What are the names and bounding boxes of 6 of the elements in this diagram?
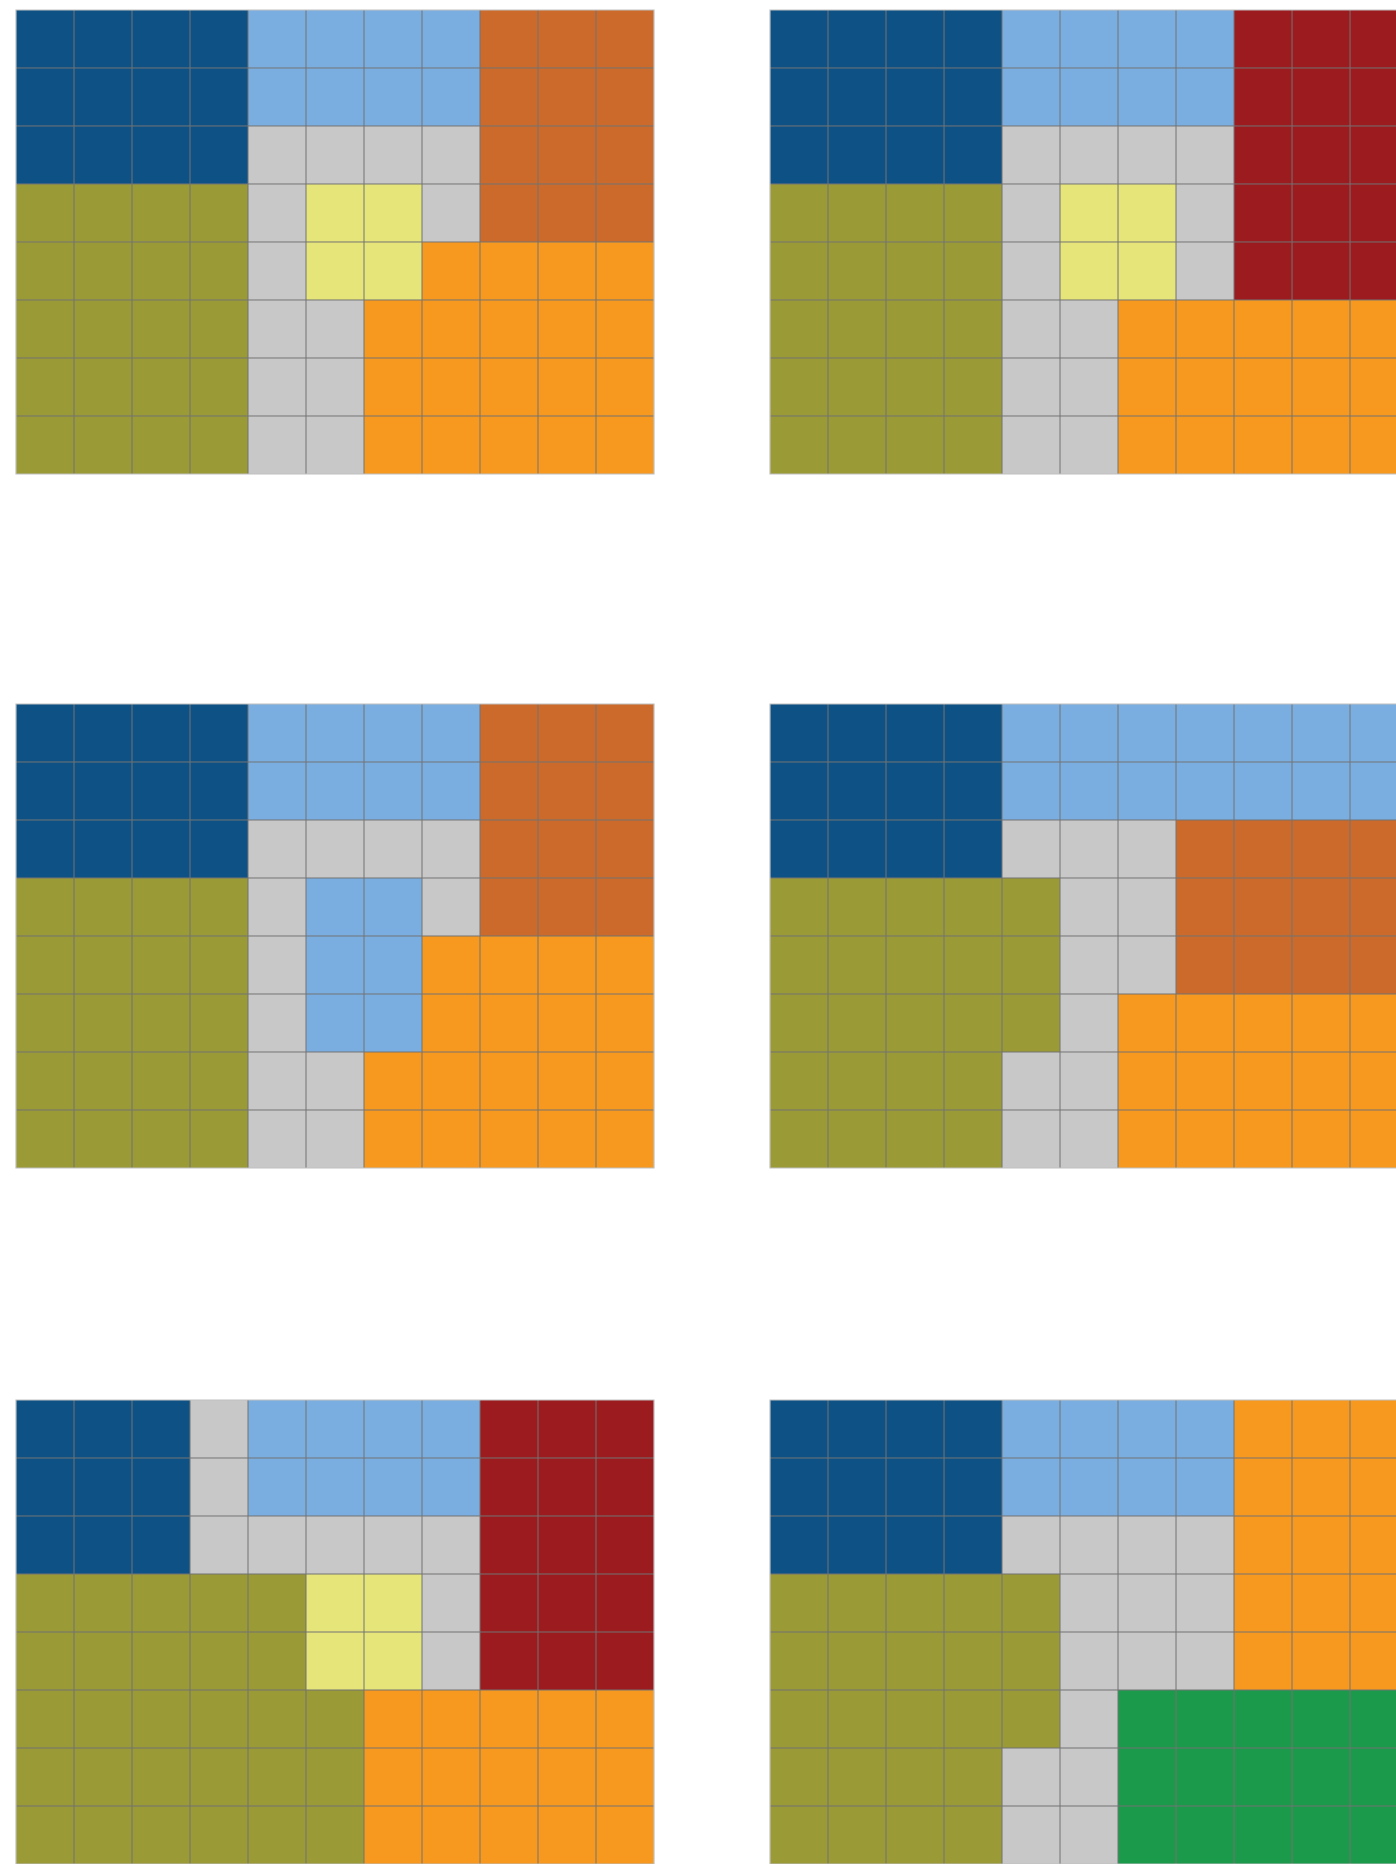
- grid-drawing: [15, 703, 655, 1169]
- grid-drawing: [769, 1399, 1396, 1864]
- grid-drawing: [15, 1399, 655, 1864]
- grid-drawing: [15, 9, 655, 475]
- grid-drawing: [769, 703, 1396, 1169]
- grid-drawing: [769, 9, 1396, 475]
